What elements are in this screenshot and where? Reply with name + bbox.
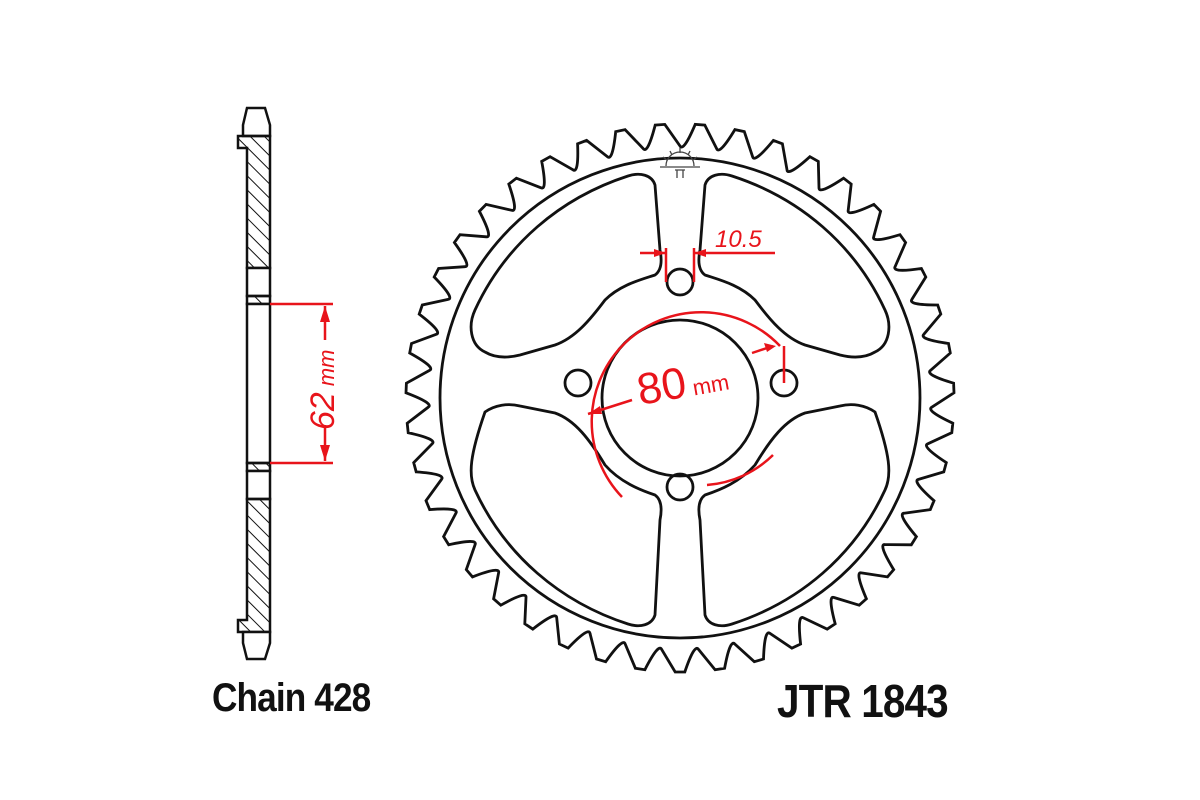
cutout-bottom-left: [469, 403, 663, 628]
bolt-circle-dimension: [587, 311, 786, 498]
sprocket-side-profile: [236, 106, 272, 661]
cutout-bottom-right: [697, 403, 891, 628]
chain-size-label: Chain 428: [212, 676, 371, 720]
inner-diameter-text: 62mm: [304, 350, 342, 430]
sprocket-teeth-outline: [404, 122, 956, 674]
bolt-hole-top: [665, 267, 695, 297]
cutout-top-left: [469, 172, 663, 359]
bolt-hole-bottom: [665, 472, 695, 502]
inner-diameter-dimension: [270, 302, 333, 465]
part-number-label: JTR 1843: [777, 675, 949, 727]
bolt-hole-left: [563, 368, 593, 398]
bolt-hole-dimension: [640, 248, 775, 282]
bolt-hole-dimension-text: 10.5: [715, 226, 762, 253]
sprocket-front-view: [404, 122, 956, 674]
jt-logo-icon: [660, 148, 700, 178]
bolt-circle-dimension-text: 80mm: [633, 351, 732, 415]
center-hub-bore: [600, 318, 760, 478]
cutout-top-right: [697, 172, 891, 359]
inner-rim: [438, 156, 922, 640]
